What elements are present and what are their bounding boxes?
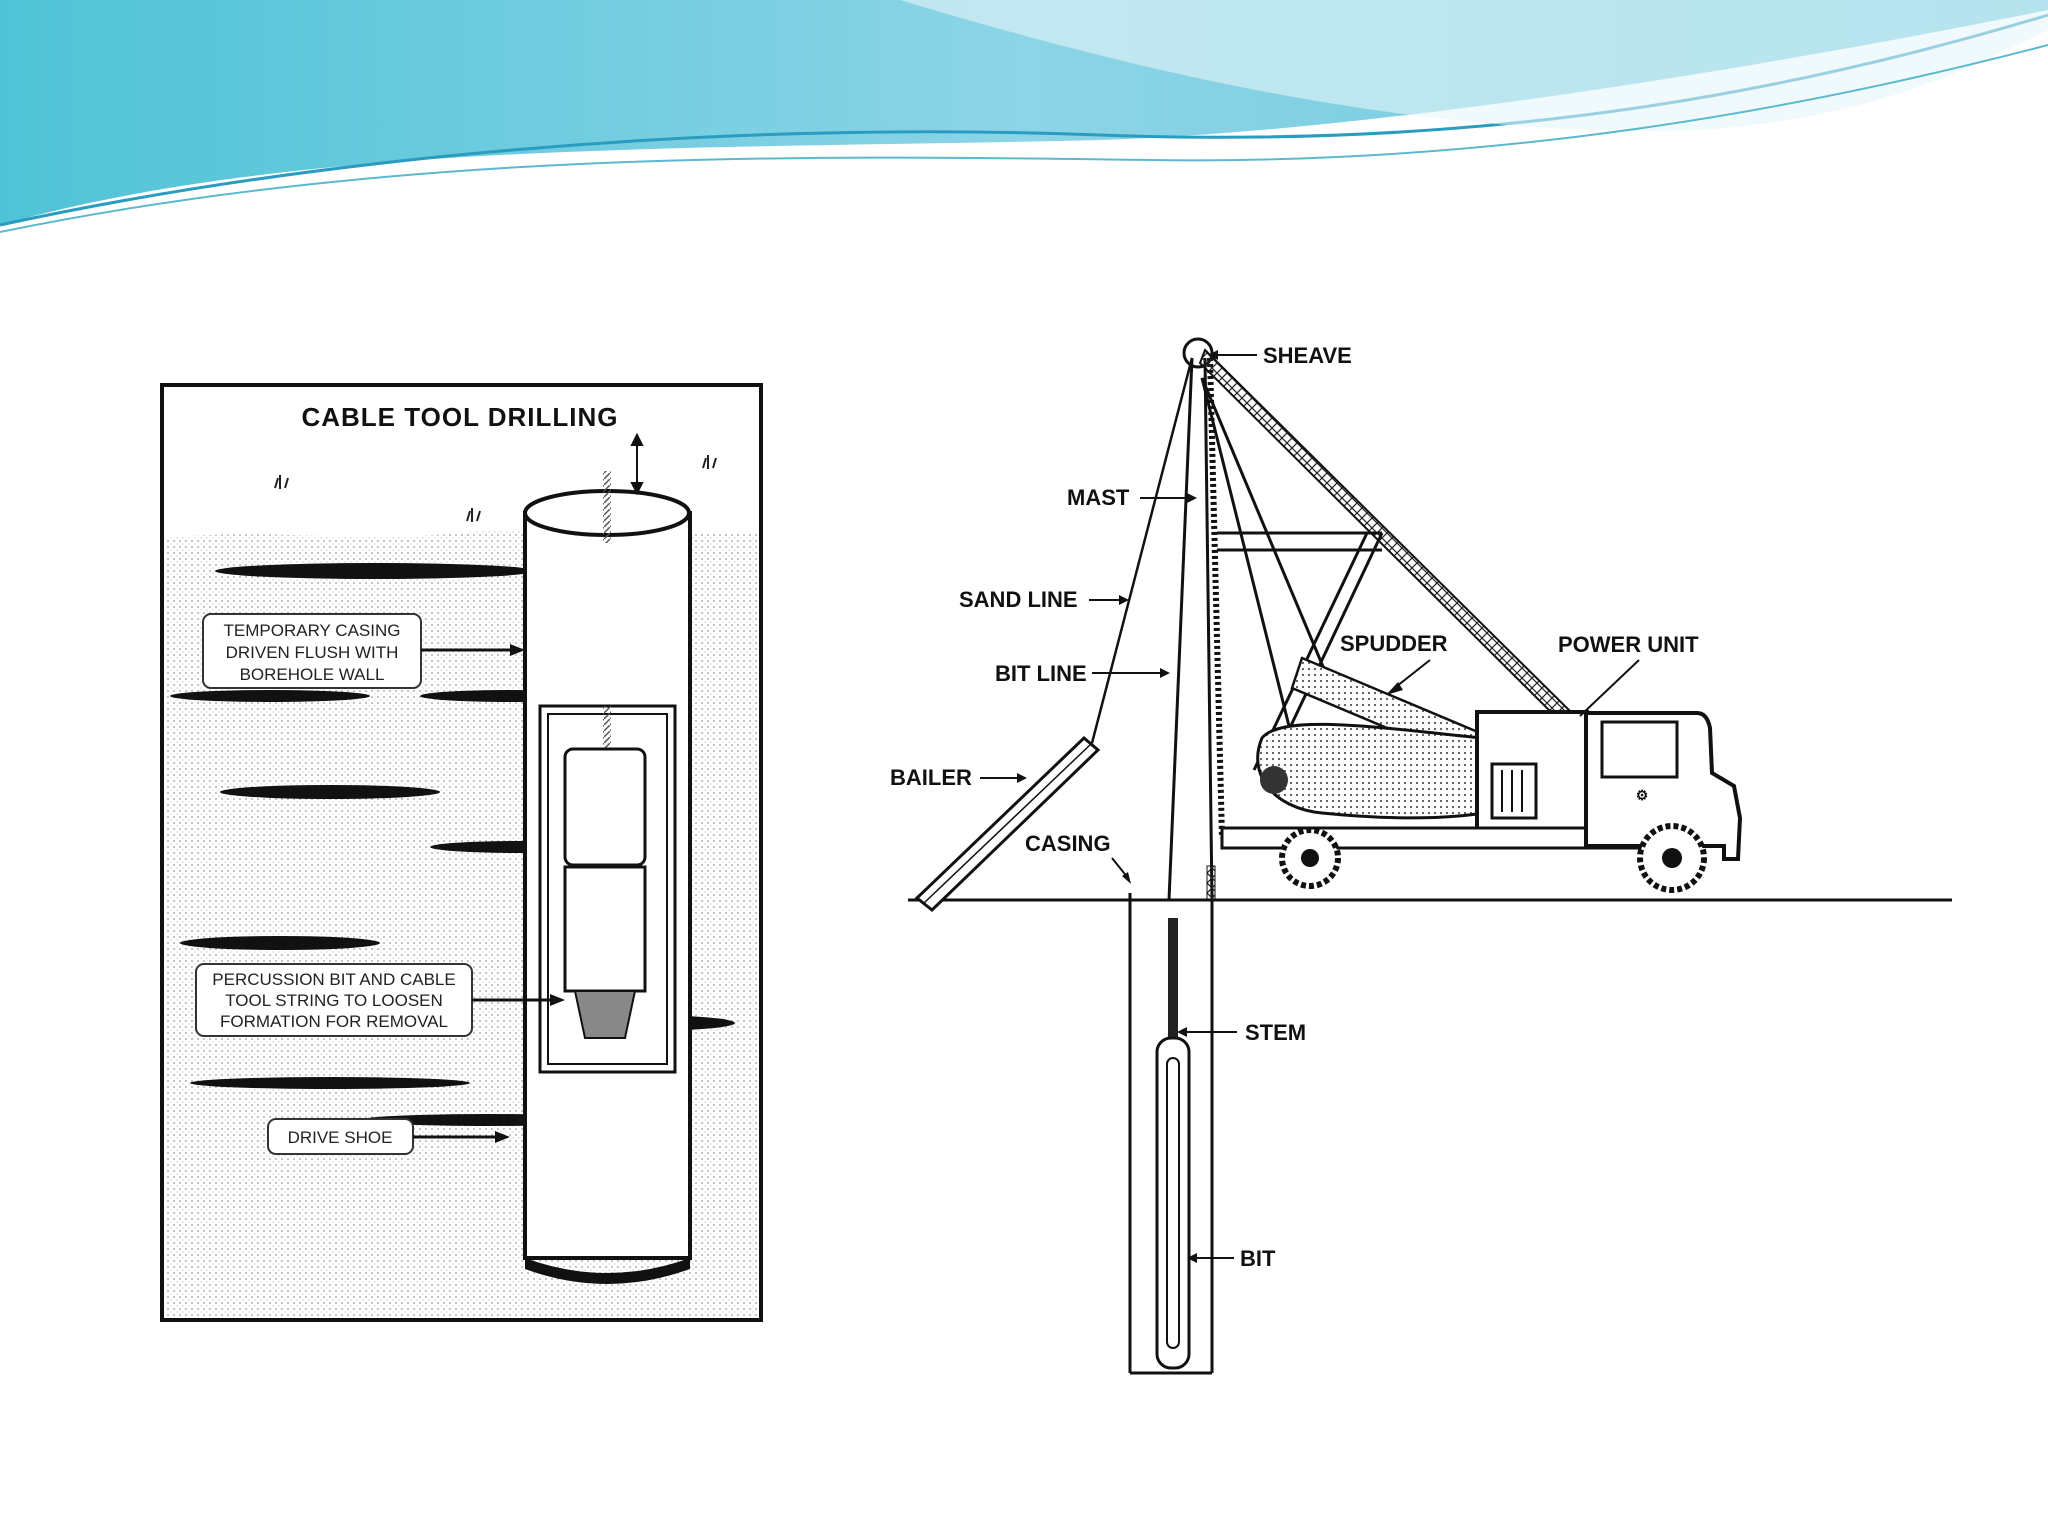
- sand-line: [1090, 357, 1194, 744]
- drive-shoe: [525, 1258, 690, 1284]
- svg-text:STEM: STEM: [1245, 1020, 1306, 1045]
- svg-text:MAST: MAST: [1067, 485, 1130, 510]
- svg-text:⚙: ⚙: [1636, 787, 1649, 803]
- svg-text:SHEAVE: SHEAVE: [1263, 343, 1352, 368]
- label-mast: MAST: [1067, 485, 1197, 510]
- label-spudder: SPUDDER: [1340, 631, 1448, 695]
- svg-text:BIT: BIT: [1240, 1246, 1276, 1271]
- svg-text:POWER UNIT: POWER UNIT: [1558, 632, 1699, 657]
- label-sand-line: SAND LINE: [959, 587, 1129, 612]
- svg-text:TOOL STRING TO LOOSEN: TOOL STRING TO LOOSEN: [225, 991, 443, 1010]
- label-casing: CASING: [1025, 831, 1131, 884]
- tool-string: [563, 747, 647, 867]
- truck-wheel-icon: [1279, 823, 1707, 893]
- svg-text:DRIVE SHOE: DRIVE SHOE: [288, 1128, 393, 1147]
- svg-text:FORMATION FOR REMOVAL: FORMATION FOR REMOVAL: [220, 1012, 448, 1031]
- svg-text:BAILER: BAILER: [890, 765, 972, 790]
- svg-text:BIT LINE: BIT LINE: [995, 661, 1087, 686]
- mast: [1167, 357, 1225, 901]
- label-bit-line: BIT LINE: [995, 661, 1170, 686]
- svg-text:SAND LINE: SAND LINE: [959, 587, 1078, 612]
- callout-temporary-casing: TEMPORARY CASING DRIVEN FLUSH WITH BOREH…: [202, 613, 525, 689]
- mast-boom: [1198, 348, 1576, 725]
- grass-tuft-icon: [274, 455, 717, 522]
- callout-percussion-bit: PERCUSSION BIT AND CABLE TOOL STRING TO …: [195, 963, 565, 1037]
- svg-text:PERCUSSION BIT AND CABLE: PERCUSSION BIT AND CABLE: [212, 970, 455, 989]
- svg-text:TEMPORARY CASING: TEMPORARY CASING: [224, 621, 401, 640]
- casing: [1128, 865, 1216, 1375]
- up-down-arrow-icon: [630, 432, 644, 496]
- percussion-bit: [573, 990, 637, 1039]
- cable-tool-drilling-figure: CABLE TOOL DRILLING: [160, 383, 763, 1322]
- label-stem: STEM: [1177, 1020, 1306, 1045]
- svg-text:DRIVEN FLUSH WITH: DRIVEN FLUSH WITH: [226, 643, 399, 662]
- svg-text:CASING: CASING: [1025, 831, 1111, 856]
- callout-drive-shoe: DRIVE SHOE: [267, 1118, 510, 1155]
- cable-tool-rig-figure: ⚙ SHEAVE MAST: [862, 318, 1978, 1390]
- label-power-unit: POWER UNIT: [1558, 632, 1699, 717]
- header-wave-decoration: [0, 0, 2048, 233]
- figure-title: CABLE TOOL DRILLING: [301, 402, 618, 432]
- label-bit: BIT: [1187, 1246, 1276, 1271]
- label-bailer: BAILER: [890, 765, 1027, 790]
- svg-text:BOREHOLE WALL: BOREHOLE WALL: [240, 665, 385, 684]
- svg-text:SPUDDER: SPUDDER: [1340, 631, 1448, 656]
- label-sheave: SHEAVE: [1208, 343, 1352, 368]
- stem: [1168, 918, 1178, 1038]
